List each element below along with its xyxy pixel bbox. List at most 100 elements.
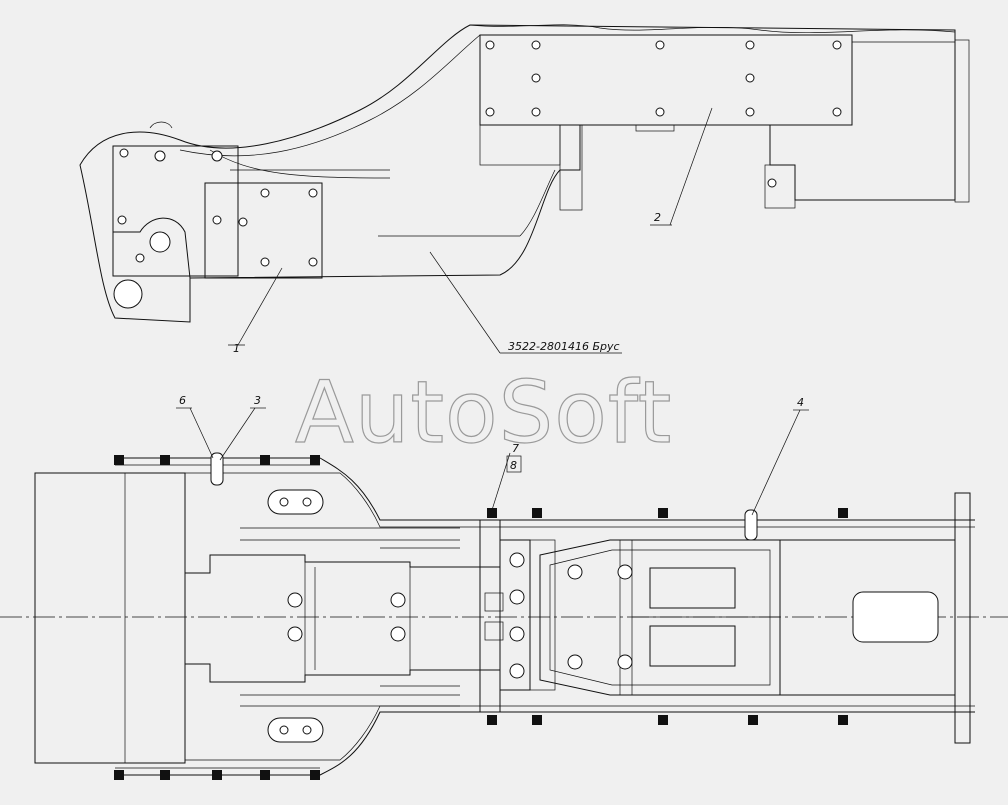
plan-view	[0, 452, 1008, 780]
large-hole-2	[149, 231, 171, 253]
leader-part	[429, 251, 501, 354]
pin-hole	[390, 626, 406, 642]
bolt	[485, 40, 495, 50]
hole	[135, 253, 145, 263]
bolt-hole	[509, 552, 525, 568]
large-hole	[113, 279, 143, 309]
hole	[279, 725, 289, 735]
bolt	[260, 257, 270, 267]
bolt	[617, 654, 633, 670]
bolt	[211, 150, 223, 162]
bolts-top-row	[114, 455, 848, 518]
bolt	[655, 107, 665, 117]
bracket-leg	[559, 124, 583, 211]
window	[649, 625, 736, 667]
bracket-leg-2	[764, 164, 796, 209]
bolt	[567, 654, 583, 670]
bolt	[260, 188, 270, 198]
callout-4: 4	[797, 396, 804, 409]
callout-6: 6	[179, 394, 186, 407]
bolt	[154, 150, 166, 162]
callout-3: 3	[254, 394, 261, 407]
bolt	[567, 564, 583, 580]
bolt	[485, 107, 495, 117]
slot	[267, 717, 324, 743]
bolt	[531, 107, 541, 117]
callout-2: 2	[654, 211, 661, 224]
bracket-plate-1b	[204, 182, 323, 279]
bracket-plate-1	[112, 145, 239, 277]
bumper	[34, 472, 186, 764]
block	[484, 592, 504, 612]
trapezoid-inner	[549, 549, 771, 686]
end-flange	[954, 39, 970, 203]
bolts-bottom-row	[114, 715, 848, 780]
hole	[302, 725, 312, 735]
bolt	[617, 564, 633, 580]
slot	[267, 489, 324, 515]
pin-hole	[390, 592, 406, 608]
grease-fitting	[210, 452, 224, 486]
callouts-bottom: 6 3 4 7 8	[176, 394, 809, 516]
bolt	[832, 107, 842, 117]
bolt	[832, 40, 842, 50]
tow-housing	[184, 554, 501, 683]
bolt-hole	[509, 663, 525, 679]
bolt	[212, 215, 222, 225]
leader-4	[751, 409, 801, 516]
callout-8-box	[506, 455, 522, 473]
block	[484, 621, 504, 641]
rear-flange	[954, 492, 971, 744]
callout-7: 7	[512, 442, 519, 455]
bolt-hole	[509, 626, 525, 642]
bolt-hole	[509, 589, 525, 605]
bolt	[308, 257, 318, 267]
bolt	[745, 40, 755, 50]
rear-slot	[852, 591, 939, 643]
side-rail-top	[115, 457, 975, 521]
leader-6	[189, 407, 214, 459]
cross-member	[479, 519, 501, 713]
bolt	[745, 73, 755, 83]
rail-inner-line	[179, 34, 481, 157]
watermark: AutoSoft	[295, 363, 672, 463]
part-label: 3522-2801416 Брус	[508, 340, 620, 353]
leader-2	[669, 107, 713, 226]
side-rail-top-inner	[185, 472, 975, 528]
hole	[302, 497, 312, 507]
bolt	[531, 73, 541, 83]
grease-fitting	[744, 509, 758, 541]
frame-outline	[79, 24, 956, 323]
side-rail-bottom-inner	[185, 705, 975, 761]
hole	[279, 497, 289, 507]
bolt	[308, 188, 318, 198]
bolt	[531, 40, 541, 50]
plate-2-support	[479, 124, 561, 166]
window	[649, 567, 736, 609]
side-rail-bottom	[115, 711, 975, 776]
notch	[149, 121, 173, 129]
leader-1	[237, 267, 283, 346]
bolt	[238, 217, 248, 227]
shim	[635, 124, 675, 132]
callouts-top: 1 2 3522-2801416 Брус	[228, 107, 713, 355]
plate	[529, 539, 556, 691]
pin-hole	[287, 626, 303, 642]
callout-8: 8	[510, 459, 517, 472]
bracket-cutout	[113, 217, 191, 279]
trapezoid-frame	[539, 539, 781, 696]
upper-rail-edge	[469, 24, 956, 34]
pin-hole	[287, 592, 303, 608]
leader-3	[219, 407, 256, 461]
side-view	[79, 24, 970, 323]
bolt	[117, 215, 127, 225]
bolt	[767, 178, 777, 188]
bolt	[119, 148, 129, 158]
callout-1: 1	[233, 342, 240, 355]
bolt	[745, 107, 755, 117]
bolt	[655, 40, 665, 50]
rail-curve	[519, 169, 556, 237]
rail-inner-line-2	[209, 149, 391, 179]
